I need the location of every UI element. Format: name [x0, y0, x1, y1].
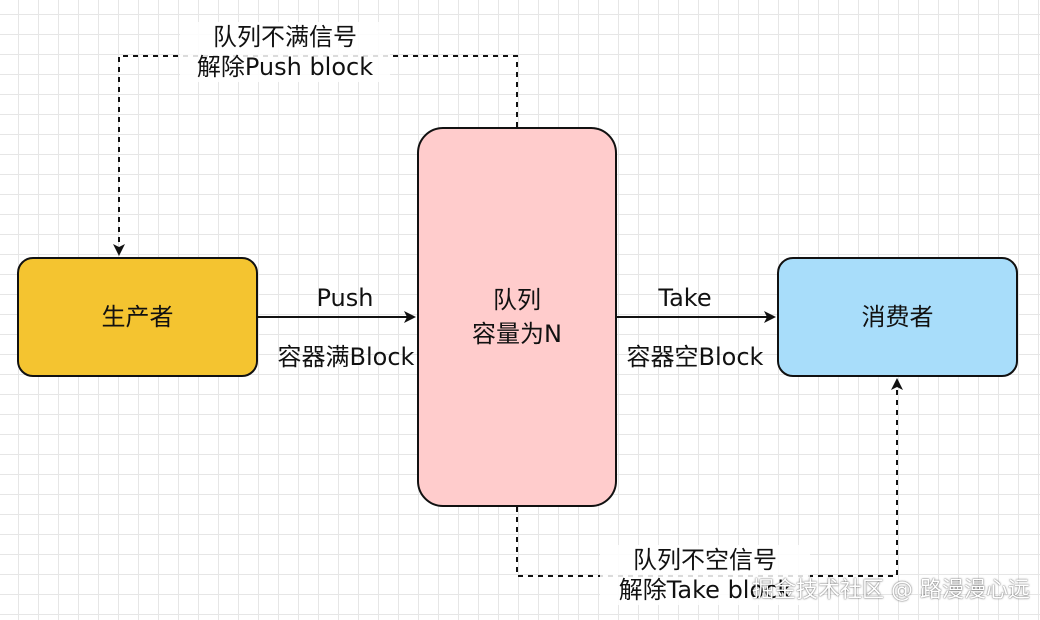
- not-full-signal-title: 队列不满信号: [213, 23, 357, 51]
- watermark: 掘金技术社区 @ 路漫漫心远: [752, 578, 1030, 603]
- producer-node: 生产者: [17, 257, 258, 377]
- push-edge-label: Push: [316, 284, 374, 312]
- producer-label: 生产者: [101, 303, 174, 331]
- queue-node: 队列 容量为N: [417, 127, 617, 507]
- not-empty-signal-arrow: [516, 378, 903, 577]
- queue-label: 队列: [492, 286, 541, 314]
- not-empty-signal-desc: 解除Take block: [618, 576, 792, 604]
- empty-block-edge-label: 容器空Block: [626, 343, 764, 371]
- take-edge-label: Take: [658, 284, 712, 312]
- full-block-edge-label: 容器满Block: [277, 343, 415, 371]
- queue-capacity-label: 容量为N: [472, 320, 562, 348]
- not-empty-signal-label: 队列不空信号 解除Take block: [600, 545, 810, 605]
- not-empty-signal-title: 队列不空信号: [633, 546, 777, 574]
- not-full-signal-desc: 解除Push block: [196, 53, 374, 81]
- consumer-node: 消费者: [777, 257, 1018, 377]
- not-full-signal-label: 队列不满信号 解除Push block: [180, 22, 390, 82]
- consumer-label: 消费者: [861, 303, 934, 331]
